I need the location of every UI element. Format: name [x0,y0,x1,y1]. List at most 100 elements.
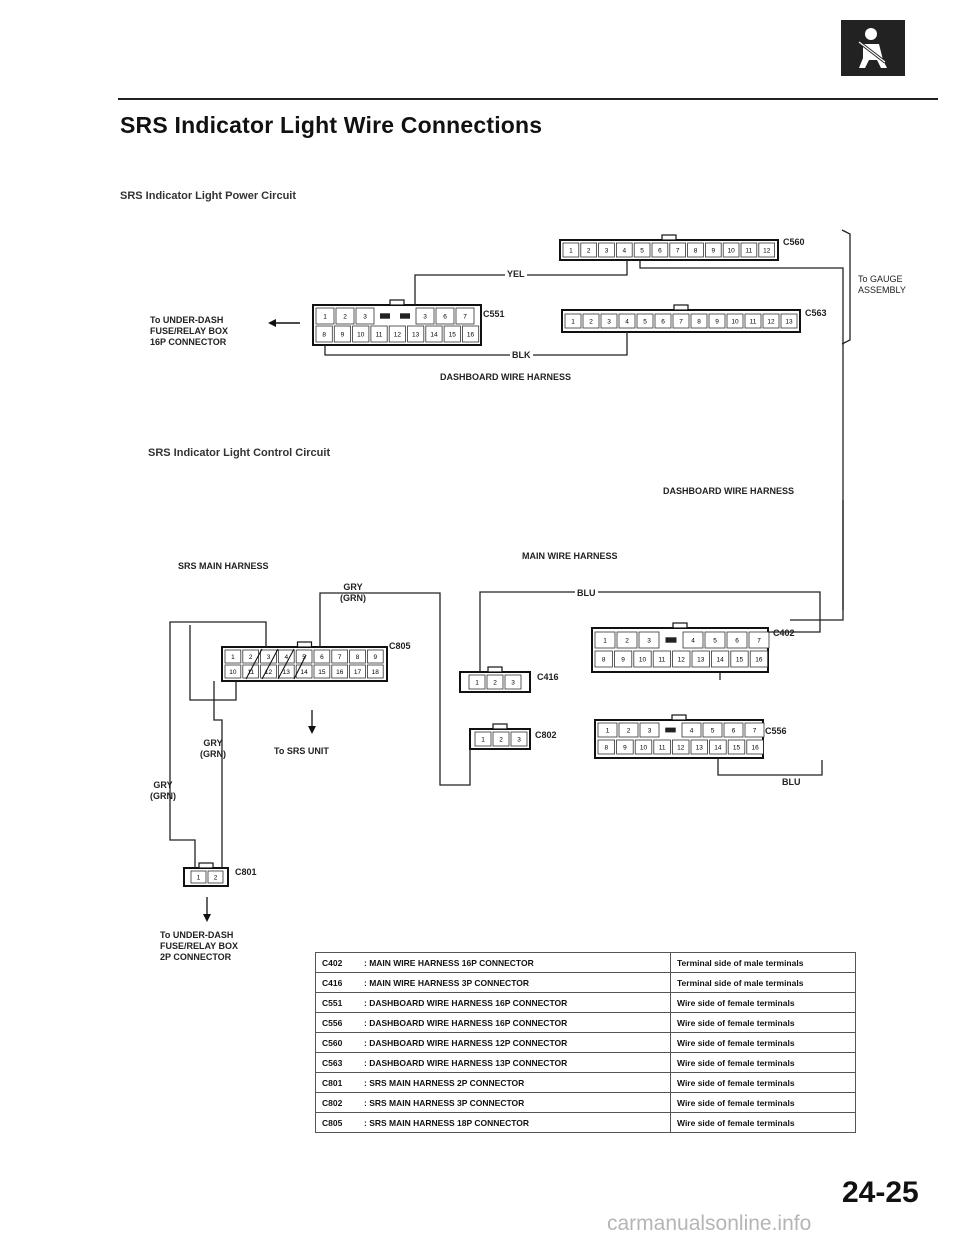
c560-pin-number: 9 [711,248,715,255]
c805-bottom-pin-number: 15 [318,669,326,676]
arrow-srs-unit-head [308,726,316,734]
c805-connector-latch [296,641,313,648]
wire-gry-label-3: GRY (GRN) [150,780,176,801]
c402-top-pin [594,631,616,649]
c560-pin [740,242,758,258]
c556-bottom-pin [653,739,671,755]
to-srs-unit-label: To SRS UNIT [274,746,329,756]
c556-top-pin [702,722,723,738]
c556-top-pin [681,722,702,738]
legend-code: C801 [315,1072,358,1093]
c556-top-pin-number: 6 [732,728,736,735]
wire-dash-to-c402 [790,500,844,621]
wire-yel-label: YEL [505,269,527,280]
c402-bottom-pin-number: 15 [736,657,744,664]
c563-pin [564,313,582,329]
c416-pin-number: 2 [493,680,497,687]
c805-bottom-pin [313,664,331,679]
control-circuit-heading: SRS Indicator Light Control Circuit [148,447,331,459]
c563-pin [636,313,654,329]
c560-pin [669,242,686,258]
srs-main-harness-label: SRS MAIN HARNESS [178,561,269,571]
c805-bottom-pin-number: 14 [300,669,308,676]
c402-bottom-pin [594,650,613,668]
c802-connector-latch [492,723,508,730]
c551-bottom-pin-number: 10 [357,332,365,339]
c416-connector-latch [487,666,503,673]
c563-pin [744,313,762,329]
legend-side: Wire side of female terminals [670,1052,856,1073]
c402-connector-latch [672,622,688,629]
page-title: SRS Indicator Light Wire Connections [120,112,543,138]
legend-code: C416 [315,972,358,993]
c563-pin-number: 4 [625,319,629,326]
c560-pin [580,242,597,258]
c551-top-pin-number: 2 [343,314,347,321]
legend-desc: : SRS MAIN HARNESS 18P CONNECTOR [358,1112,671,1133]
c563-pin [672,313,690,329]
legend-desc: : SRS MAIN HARNESS 2P CONNECTOR [358,1072,671,1093]
c805-top-pin-number: 6 [320,654,324,661]
c805-top-pin-number: 9 [373,654,377,661]
c802-pin [474,731,492,747]
c416-pin [504,674,522,690]
c416-pin [468,674,486,690]
c551-bottom-pin-number: 12 [394,332,402,339]
c560-pin-number: 12 [763,248,771,255]
legend-code: C802 [315,1092,358,1113]
c402-top-pin-number: 6 [735,638,739,645]
c563-pin [762,313,780,329]
c551-top-key [380,313,390,319]
c805-top-pin [366,649,384,664]
c556-bottom-pin [690,739,709,755]
c805-top-pin-number: 4 [284,654,288,661]
c802-pin-number: 1 [481,737,485,744]
power-circuit-heading: SRS Indicator Light Power Circuit [120,190,297,202]
legend-desc: : MAIN WIRE HARNESS 16P CONNECTOR [358,952,671,973]
c560-pin-number: 4 [622,248,626,255]
c805-bottom-pin [224,664,242,679]
c402-bottom-pin [652,650,672,668]
c563-pin [708,313,726,329]
c551-bottom-pin-number: 15 [449,332,457,339]
c556-bottom-pin-number: 11 [659,745,666,752]
legend-code: C563 [315,1052,358,1073]
c801-pin-number: 2 [214,875,218,882]
c556-bottom-pin [616,739,634,755]
c556-bottom-pin-number: 10 [640,745,648,752]
c551-top-pin-number: 3 [363,314,367,321]
c805-bottom-pin-number: 10 [229,669,237,676]
seatbelt-icon [858,28,887,68]
c805-cut-line [261,648,279,680]
c805-bottom-pin-number: 11 [247,669,254,676]
c402-top-pin-number: 3 [647,638,651,645]
c556-top-pin-number: 4 [690,728,694,735]
c402-top-pin [638,631,660,649]
c551-bottom-pin-number: 9 [341,332,345,339]
c556-bottom-pin [746,739,764,755]
to-underdash-2p-label: To UNDER-DASH FUSE/RELAY BOX 2P CONNECTO… [160,930,239,962]
c556-bottom-pin [672,739,690,755]
c402-top-pin-number: 1 [603,638,607,645]
c801-pin [190,870,207,884]
c560-pin-number: 2 [587,248,591,255]
c416-pin [486,674,504,690]
c802-pin [492,731,510,747]
c551-bottom-pin-number: 13 [412,332,420,339]
c556-top-pin [744,722,765,738]
c556-top-pin-number: 1 [606,728,610,735]
c563-pin-number: 9 [715,319,719,326]
c802-pin-number: 2 [499,737,503,744]
c551-top-pin [335,307,355,325]
wire-yel [414,260,628,305]
c556-top-pin [597,722,618,738]
c551-bottom-pin-number: 11 [376,332,383,339]
c560-connector-latch [661,234,677,241]
wire-gry-outer [169,621,267,868]
c402-bottom-pin-number: 14 [716,657,724,664]
c551-top-pin [455,307,475,325]
legend-side: Terminal side of male terminals [670,972,856,993]
